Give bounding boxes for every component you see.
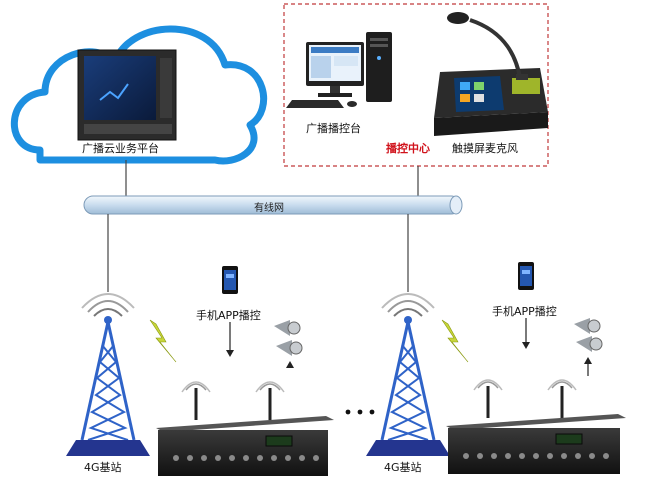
cloud-server-icon [77,49,177,141]
site1-amplifier-icon [156,381,334,476]
control-center-box [283,3,549,167]
site1-app-arrowhead [226,350,234,357]
network-pipe [83,195,463,215]
site1-phone-icon [222,266,238,294]
site2-app-label: 手机APP播控 [492,305,557,318]
ellipsis-dots [345,409,375,415]
touch-mic-label: 触摸屏麦克风 [452,142,518,155]
touch-mic-icon [434,12,548,136]
site2-amplifier-icon [446,379,626,474]
site1-speaker-icon [274,320,303,368]
site1-lightning-icon [149,319,177,363]
site2-speaker-icon [574,318,603,376]
site2-station-label: 4G基站 [384,461,422,474]
console-label: 广播播控台 [306,122,361,135]
site1-tower-icon [66,293,150,456]
cloud-platform-label: 广播云业务平台 [82,142,159,155]
site2-app-arrowhead [522,342,530,349]
site1-station-label: 4G基站 [84,461,122,474]
control-center-label: 播控中心 [386,142,430,155]
site1-app-label: 手机APP播控 [196,309,261,322]
site2-phone-icon [518,262,534,290]
network-label: 有线网 [254,203,284,214]
site2-lightning-icon [441,319,469,363]
site2-tower-icon [366,293,450,456]
desktop-pc-icon [286,32,392,108]
